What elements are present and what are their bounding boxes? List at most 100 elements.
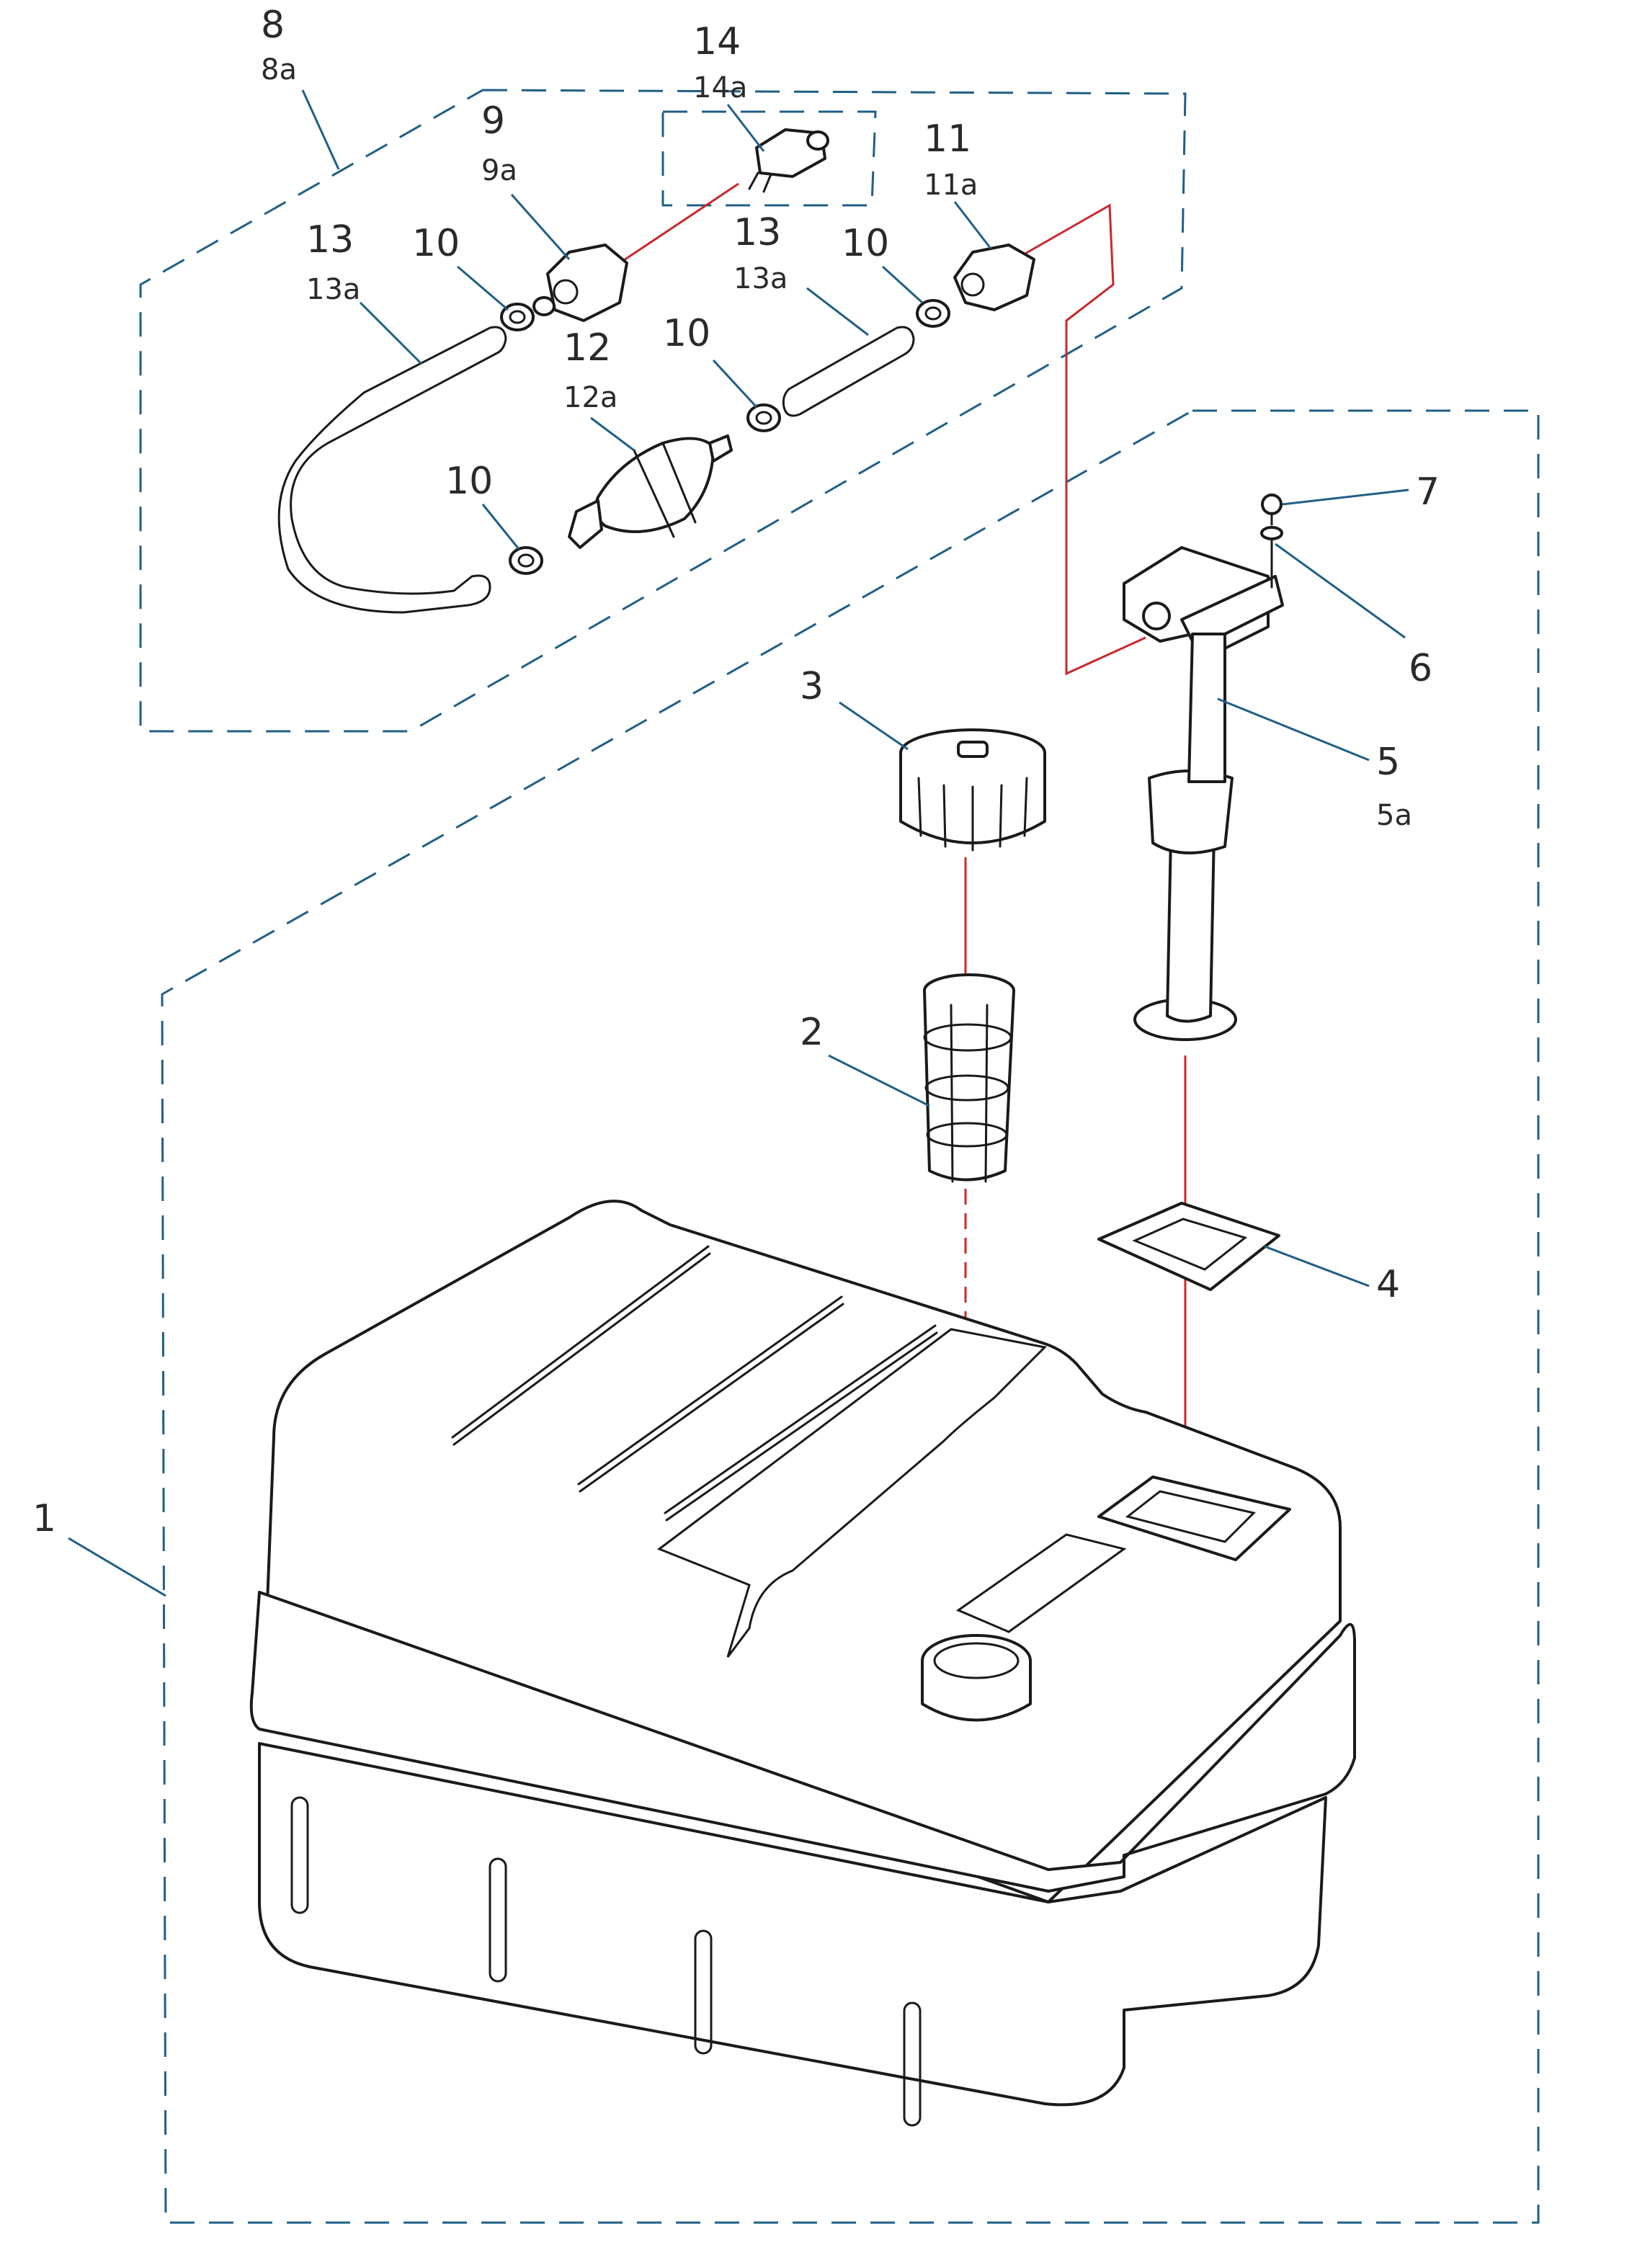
tank-rib-2b	[577, 1295, 843, 1486]
tank-filler-neck	[921, 1659, 1032, 1722]
leader-13-left	[359, 301, 423, 365]
clamp-lower-hole	[517, 553, 535, 568]
callout-14a: 14a	[693, 71, 747, 104]
gasket-inner	[1132, 1218, 1248, 1271]
fuel-hose-left	[277, 326, 507, 614]
primer-bulb-seam-1	[633, 449, 675, 538]
tank-group-boundary	[161, 409, 1540, 2224]
callout-13a-right: 13a	[733, 262, 788, 295]
leader-1	[68, 1537, 166, 1597]
callout-1: 1	[32, 1497, 56, 1540]
callout-14: 14	[693, 20, 741, 63]
callout-10-left: 10	[412, 222, 460, 265]
callout-13a-left: 13a	[306, 273, 360, 306]
leader-3	[839, 701, 909, 751]
connector-9-body	[546, 244, 628, 322]
clamp-middle-hole	[755, 411, 772, 425]
clamp-left-ring	[500, 303, 535, 331]
washer	[1260, 526, 1283, 589]
callout-13-right: 13	[733, 211, 781, 254]
leader-8	[301, 89, 340, 170]
leader-9	[510, 194, 571, 260]
tank-groove-4	[903, 2001, 922, 2127]
cap-grip-4	[999, 784, 1003, 848]
callout-6: 6	[1409, 647, 1432, 690]
callout-12: 12	[563, 326, 611, 370]
tank-rib-1b	[451, 1245, 710, 1439]
hose-clamp-lower	[509, 546, 543, 575]
hose-left-outer	[277, 326, 507, 614]
clamp-lower-ring	[509, 546, 543, 575]
screw-head	[1261, 494, 1283, 515]
sender-tube	[1166, 831, 1216, 1023]
callout-12a: 12a	[563, 381, 617, 414]
tank-filler-neck-inner	[933, 1642, 1020, 1679]
sender-neck	[1187, 633, 1226, 783]
callout-8: 8	[261, 4, 285, 47]
strainer-body	[923, 989, 1015, 1182]
callout-9a: 9a	[481, 154, 517, 187]
adapter-pin-1	[748, 171, 759, 190]
tank-rib-3b	[664, 1324, 937, 1514]
leader-6	[1275, 543, 1406, 639]
connector-tank-side	[532, 244, 628, 322]
callout-11: 11	[924, 117, 971, 161]
primer-bulb-body	[594, 437, 715, 533]
callout-13-left: 13	[306, 218, 354, 262]
clamp-left-hole	[509, 310, 526, 324]
tank-rib-2	[579, 1303, 844, 1493]
cap-vent	[957, 741, 989, 758]
tank-slot-plate	[955, 1533, 1127, 1633]
clamp-middle-ring	[746, 403, 781, 432]
hose-right-outer	[782, 326, 915, 417]
primer-bulb-seam-2	[661, 442, 697, 524]
connector-11-bore	[960, 272, 985, 297]
hose-clamp-left	[500, 303, 535, 331]
connector-group-boundary	[661, 110, 877, 207]
strainer-rib-1	[950, 1004, 954, 1183]
clamp-right-ring	[916, 299, 950, 328]
leader-11	[953, 201, 992, 249]
leader-4	[1264, 1245, 1370, 1287]
callout-10-lower: 10	[445, 460, 493, 503]
tank-lower-body	[258, 1742, 1327, 2107]
adapter-nipple	[806, 130, 829, 151]
leader-10-left	[457, 265, 509, 311]
leader-14	[726, 104, 765, 152]
connector-9-bore	[553, 279, 579, 305]
primer-bulb-inlet	[568, 499, 603, 549]
tank-rib-3	[665, 1331, 938, 1522]
fuel-tank	[249, 1200, 1356, 2127]
cap-grip-5	[1023, 777, 1028, 837]
clamp-right-hole	[924, 306, 942, 321]
connector-9-barb	[532, 296, 556, 316]
adapter-fitting	[748, 128, 829, 193]
sender-outlet-fitting	[1142, 602, 1171, 630]
connector-sender-side	[953, 244, 1035, 311]
callout-5: 5	[1376, 741, 1400, 784]
tank-middle-band	[249, 1591, 1356, 1893]
leader-2	[828, 1054, 930, 1107]
tank-recess	[656, 1328, 1048, 1658]
washer-ring	[1260, 526, 1283, 540]
tank-rib-1	[452, 1252, 711, 1446]
sender-gasket	[1097, 1202, 1280, 1291]
tank-sender-port-inner	[1125, 1490, 1256, 1543]
callout-9: 9	[481, 99, 505, 143]
leader-10-lower	[481, 504, 520, 550]
tank-groove-1	[290, 1796, 309, 1914]
gasket-outer	[1097, 1202, 1280, 1291]
callout-5a: 5a	[1376, 799, 1412, 832]
sender-float-housing	[1148, 769, 1234, 854]
callout-2: 2	[800, 1011, 824, 1054]
strainer-band-1	[923, 1023, 1012, 1052]
fuel-line-to-sender	[1008, 203, 1146, 676]
strainer-band-2	[924, 1074, 1009, 1102]
connector-11-body	[953, 244, 1035, 311]
strainer-rib-2	[984, 1004, 989, 1183]
screw	[1261, 494, 1283, 526]
strainer	[923, 973, 1015, 1183]
callout-4: 4	[1376, 1263, 1400, 1306]
leader-10-middle	[712, 359, 758, 408]
